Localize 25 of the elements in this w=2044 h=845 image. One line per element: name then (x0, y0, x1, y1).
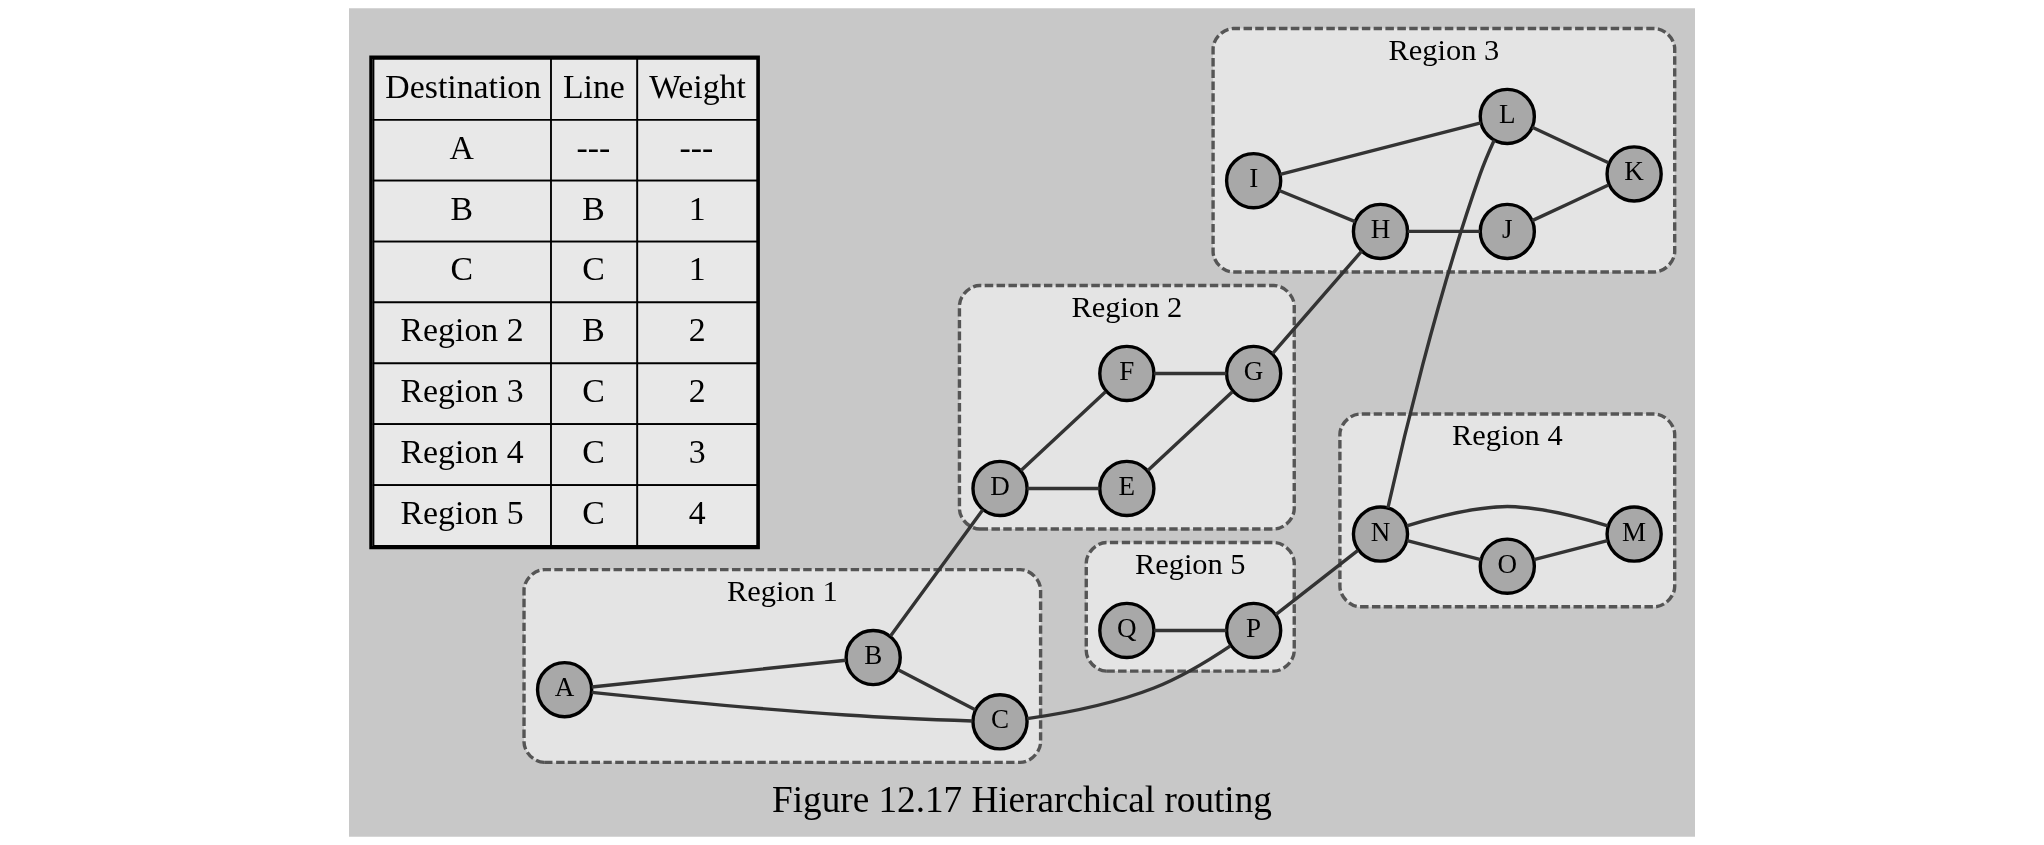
label: 2 (688, 372, 706, 410)
label: C (582, 493, 605, 531)
label: --- (679, 128, 714, 166)
label: B (582, 311, 605, 349)
label: Weight (649, 67, 746, 105)
label: Region 5 (400, 493, 524, 531)
label: 4 (688, 493, 706, 531)
label: Region 2 (400, 311, 524, 349)
label: Region 4 (400, 433, 524, 471)
label: C (450, 250, 473, 288)
label: --- (576, 128, 611, 166)
label: 2 (688, 311, 706, 349)
label: C (582, 372, 605, 410)
label: Destination (385, 67, 542, 105)
label: Region 3 (400, 372, 524, 410)
label: C (582, 433, 605, 471)
label: A (449, 128, 475, 166)
label: 3 (688, 433, 706, 471)
label: B (450, 189, 473, 227)
label: B (582, 189, 605, 227)
label: 1 (688, 189, 706, 227)
label: C (582, 250, 605, 288)
caption: Figure 12.17 Hierarchical routing (772, 779, 1272, 821)
label: 1 (688, 250, 706, 288)
label: Line (562, 67, 625, 105)
